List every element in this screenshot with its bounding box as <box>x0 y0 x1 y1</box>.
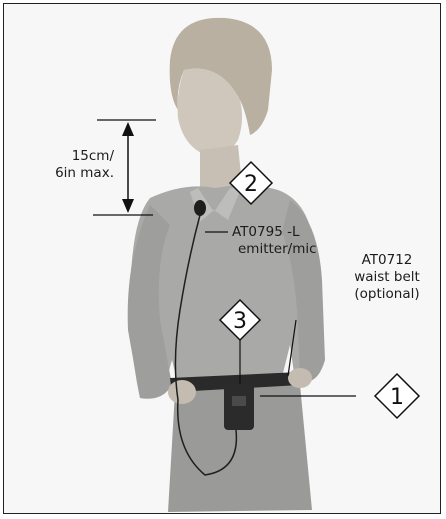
callout-number-3: 3 <box>233 309 247 334</box>
belt-label-line1: AT0712 <box>361 252 413 268</box>
mic-label-line1: AT0795 -L <box>232 224 300 240</box>
belt-label-line2: waist belt <box>354 269 420 285</box>
belt-label-line3: (optional) <box>354 286 420 302</box>
belt-label: AT0712 waist belt (optional) <box>344 252 430 303</box>
distance-label-line1: 15cm/ <box>71 148 114 164</box>
callout-diamond-3: 3 <box>218 298 262 342</box>
callout-diamond-2: 2 <box>228 160 274 206</box>
distance-label: 15cm/ 6in max. <box>38 148 114 182</box>
callout-number-2: 2 <box>244 172 258 197</box>
distance-guide <box>93 119 156 216</box>
mic-label-line2: emitter/mic <box>238 241 317 257</box>
callout-diamond-1: 1 <box>373 372 421 420</box>
person-photo <box>127 17 325 512</box>
leader-lines <box>205 231 356 397</box>
callout-number-1: 1 <box>390 385 404 410</box>
mic-label: AT0795 -L emitter/mic <box>232 224 317 258</box>
distance-label-line2: 6in max. <box>55 165 114 181</box>
